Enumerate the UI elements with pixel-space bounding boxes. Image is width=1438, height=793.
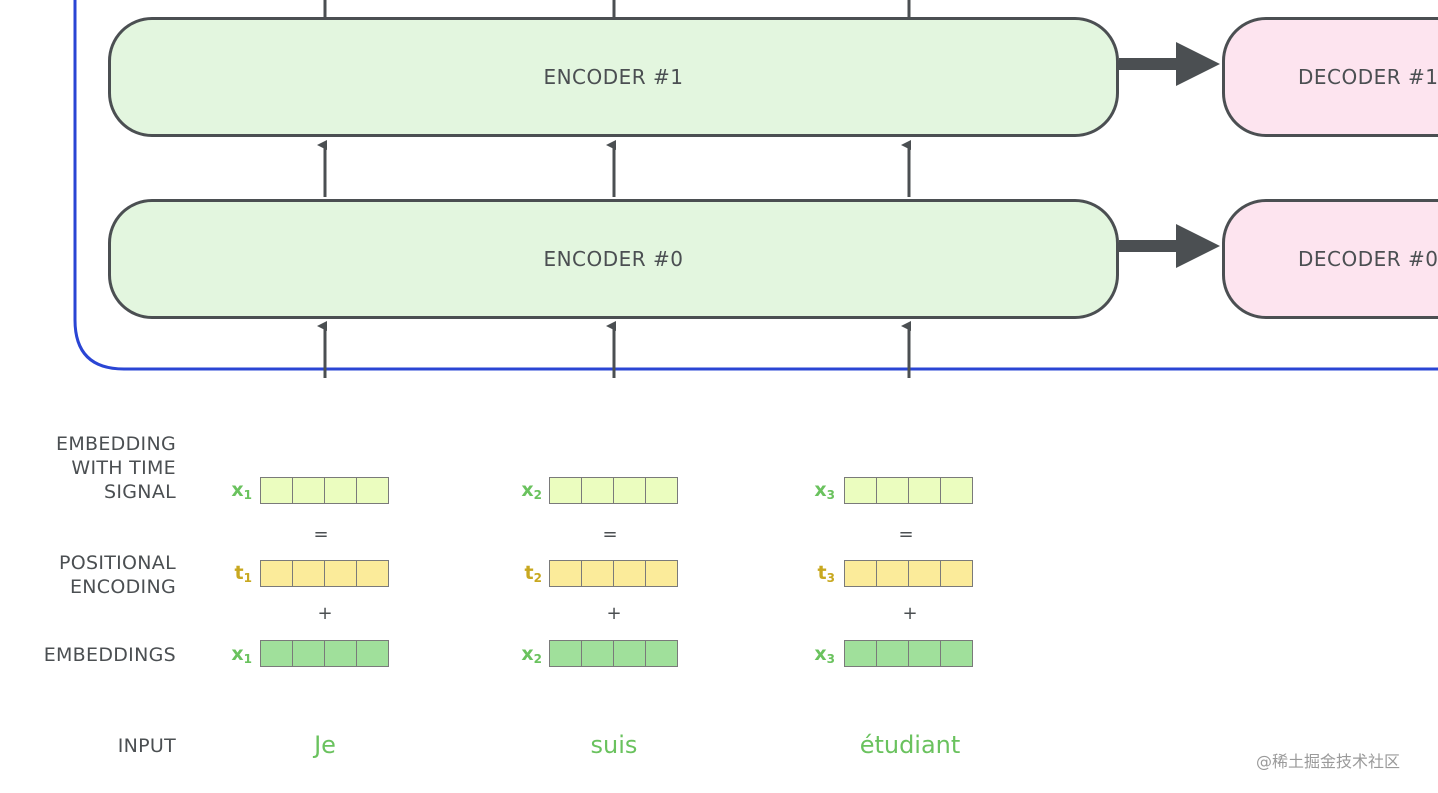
plus-operator: + (902, 603, 918, 624)
encoder-to-decoder-arrow-1 (1119, 42, 1220, 86)
row-label-line: SIGNAL (104, 481, 176, 503)
row-label-embeddings: EMBEDDINGS (43, 644, 176, 666)
signal-vector (549, 477, 678, 504)
embedding-var-label: x1 (231, 643, 252, 666)
signal-vector (844, 477, 973, 504)
positional-var-label: t2 (524, 562, 542, 585)
signal-var-label: x2 (521, 479, 542, 502)
signal-var-label: x3 (814, 479, 835, 502)
positional-var-label: t1 (234, 562, 252, 585)
embedding-vector (260, 640, 389, 667)
decoder-1-label: DECODER #1 (1298, 65, 1438, 89)
encoder-1-block: ENCODER #1 (108, 17, 1119, 137)
encoder-0-block: ENCODER #0 (108, 199, 1119, 319)
row-label-line: WITH TIME (71, 457, 176, 479)
positional-vector (260, 560, 389, 587)
plus-operator: + (317, 603, 333, 624)
input-word: Je (314, 731, 336, 759)
row-label-line: EMBEDDING (56, 433, 176, 455)
encoder-0-label: ENCODER #0 (543, 247, 684, 271)
row-label-positional-encoding: POSITIONAL ENCODING (59, 551, 176, 599)
decoder-0-block: DECODER #0 (1222, 199, 1438, 319)
row-label-input: INPUT (117, 735, 176, 757)
encoder-stack-frame (73, 0, 1438, 371)
row-label-line: POSITIONAL (58, 552, 176, 574)
positional-vector (844, 560, 973, 587)
embedding-vector (549, 640, 678, 667)
plus-operator: + (606, 603, 622, 624)
watermark: @稀土掘金技术社区 (1256, 752, 1401, 771)
signal-var-label: x1 (231, 479, 252, 502)
signal-vector (260, 477, 389, 504)
embedding-var-label: x3 (814, 643, 835, 666)
encoder-1-label: ENCODER #1 (543, 65, 684, 89)
input-word: étudiant (859, 731, 961, 759)
row-label-embedding-with-time-signal: EMBEDDING WITH TIME SIGNAL (56, 432, 176, 504)
positional-vector (549, 560, 678, 587)
embedding-vector (844, 640, 973, 667)
encoder-to-decoder-arrow-0 (1119, 224, 1220, 268)
equals-operator: = (313, 524, 329, 545)
decoder-0-label: DECODER #0 (1298, 247, 1438, 271)
equals-operator: = (602, 524, 618, 545)
row-label-line: ENCODING (69, 576, 176, 598)
input-word: suis (590, 731, 638, 759)
embedding-var-label: x2 (521, 643, 542, 666)
equals-operator: = (898, 524, 914, 545)
decoder-1-block: DECODER #1 (1222, 17, 1438, 137)
positional-var-label: t3 (817, 562, 835, 585)
